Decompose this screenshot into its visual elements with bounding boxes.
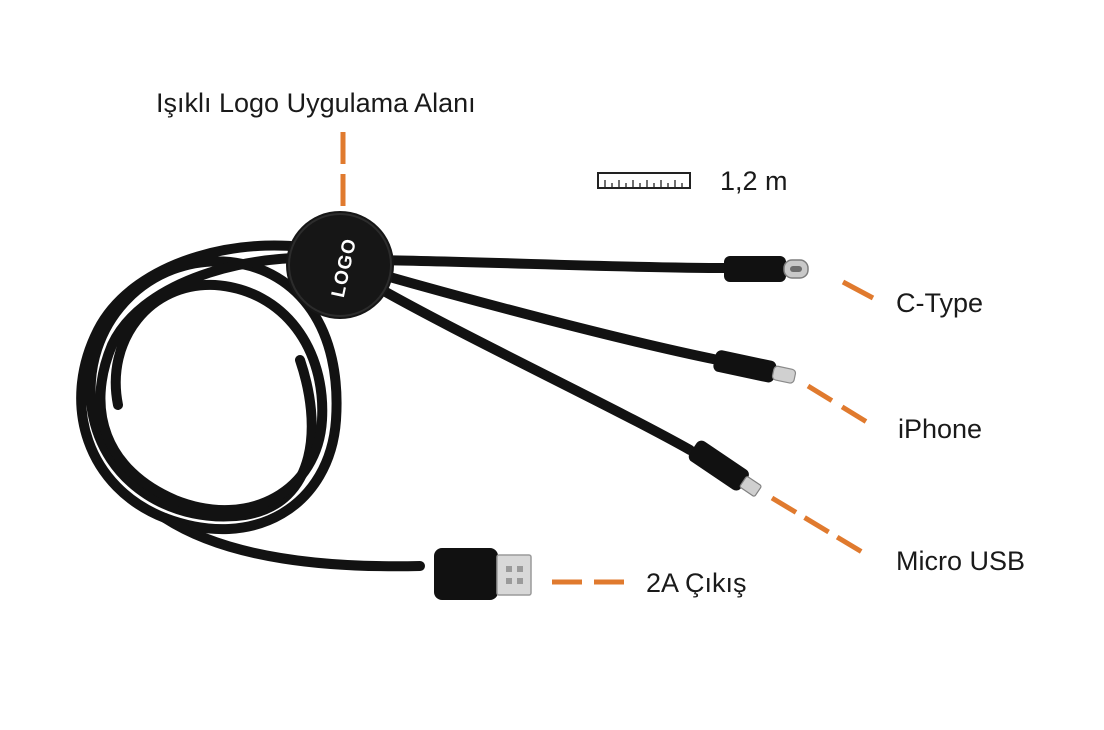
c-type-plug [724,256,809,282]
lightning-plug [713,350,797,384]
logo-area-label: Işıklı Logo Uygulama Alanı [156,88,476,118]
micro-usb-label: Micro USB [896,546,1025,576]
branch-cables [363,255,733,455]
output-label: 2A Çıkış [646,568,747,598]
length-label: 1,2 m [720,166,788,196]
usb-a-plug [434,548,532,600]
cable-coil [76,240,425,572]
micro-usb-plug [688,440,762,497]
leader-lines [340,132,875,585]
c-type-leader [841,279,875,301]
iphone-label: iPhone [898,414,982,444]
iphone-leader [806,383,872,427]
logo-hub: LOGO [286,211,394,319]
c-type-label: C-Type [896,288,983,318]
ruler-icon [597,172,691,189]
micro-usb-leader [770,495,864,555]
